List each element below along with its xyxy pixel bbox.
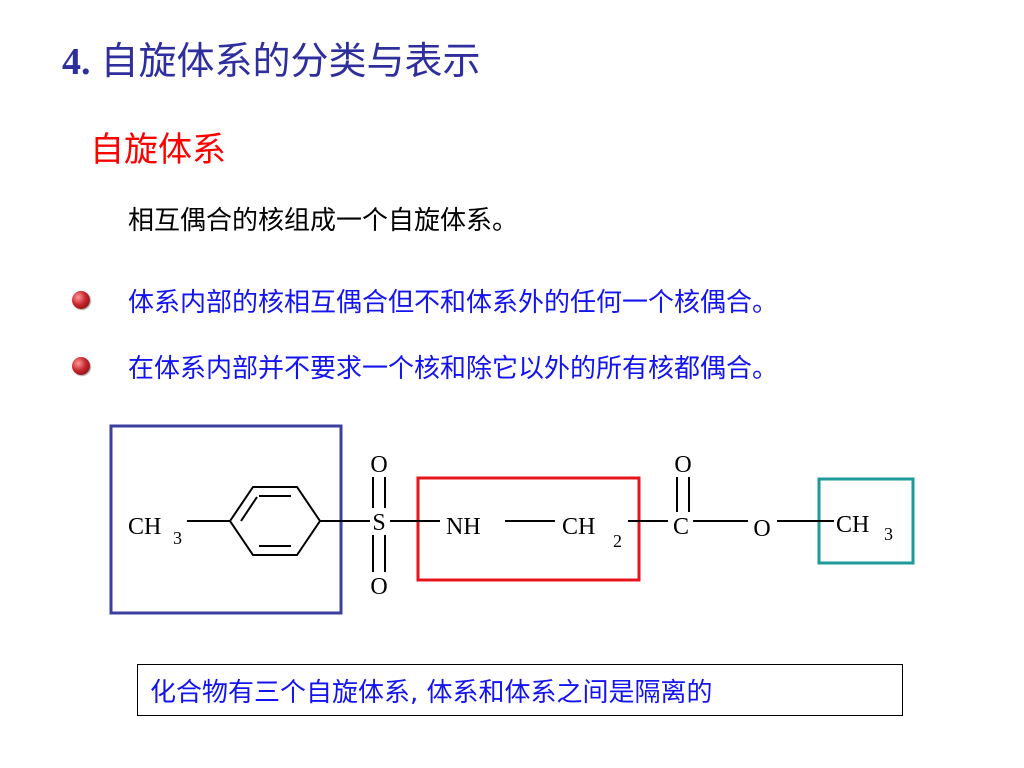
ch3-left-subscript: 3 bbox=[173, 528, 182, 548]
bullet-item-2: 在体系内部并不要求一个核和除它以外的所有核都偶合。 bbox=[72, 346, 778, 386]
ring-double-bond-left bbox=[240, 496, 258, 522]
oxygen-top-label: O bbox=[370, 452, 387, 478]
definition-text: 相互偶合的核组成一个自旋体系。 bbox=[128, 206, 519, 236]
bullet-text: 在体系内部并不要求一个核和除它以外的所有核都偶合。 bbox=[128, 353, 779, 384]
ch2-label: CH bbox=[562, 514, 595, 540]
ch3-left-label: CH bbox=[128, 514, 161, 540]
benzene-ring bbox=[228, 486, 322, 556]
oxygen-bottom-label: O bbox=[370, 574, 387, 600]
bullet-item-1: 体系内部的核相互偶合但不和体系外的任何一个核偶合。 bbox=[72, 280, 778, 320]
bullet-text: 体系内部的核相互偶合但不和体系外的任何一个核偶合。 bbox=[128, 287, 779, 318]
slide-title: 4.自旋体系的分类与表示 bbox=[62, 30, 481, 85]
spin-system-box-1 bbox=[109, 424, 343, 615]
section-subtitle: 自旋体系 bbox=[90, 130, 226, 170]
title-text: 自旋体系的分类与表示 bbox=[100, 39, 481, 83]
title-number: 4. bbox=[62, 41, 91, 83]
sulfur-label: S bbox=[372, 510, 385, 536]
ch2-subscript: 2 bbox=[613, 531, 622, 551]
caption-box: 化合物有三个自旋体系, 体系和体系之间是隔离的 bbox=[137, 664, 903, 716]
oxygen-carbonyl-label: O bbox=[674, 452, 691, 478]
bullet-dot-icon bbox=[72, 357, 90, 375]
ch3-right-subscript: 3 bbox=[884, 524, 893, 544]
ch3-right-label: CH bbox=[836, 512, 869, 538]
oxygen-ester-label: O bbox=[753, 516, 770, 542]
carbon-label: C bbox=[673, 514, 689, 540]
spin-system-box-2 bbox=[416, 476, 641, 582]
bullet-dot-icon bbox=[72, 291, 90, 309]
nh-label: NH bbox=[446, 514, 481, 540]
